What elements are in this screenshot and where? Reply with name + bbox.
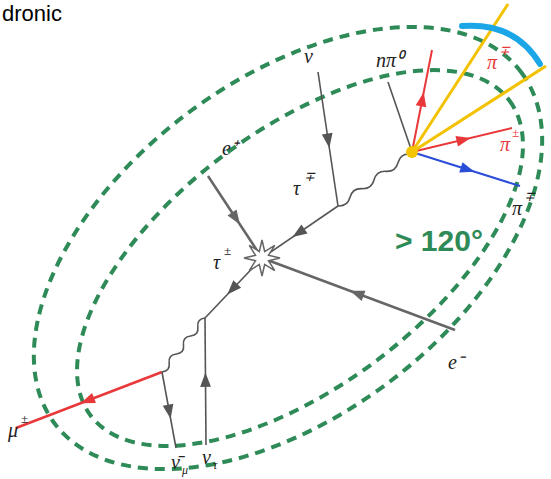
particle-label: e⁻ — [448, 352, 464, 372]
collision-star — [244, 240, 280, 276]
arrowhead — [81, 393, 96, 403]
particle-line — [208, 176, 262, 258]
particle-line — [388, 82, 412, 152]
particle-line — [318, 72, 338, 206]
charge-label: ± — [224, 244, 231, 257]
arrowhead — [163, 404, 174, 419]
particle-line — [262, 258, 455, 330]
arrowhead — [350, 291, 365, 301]
arrowhead — [200, 373, 211, 387]
particle-label: τ — [213, 252, 220, 272]
decay-vertex — [406, 146, 418, 158]
particle-label: nπ⁰ — [376, 50, 403, 70]
inner-ellipse — [14, 0, 551, 479]
arrowhead — [455, 136, 470, 147]
arrowhead — [227, 280, 241, 294]
arrowhead — [459, 162, 474, 172]
particle-line — [162, 372, 176, 448]
charge-label: ∓ — [524, 190, 535, 203]
charge-label: ± — [21, 412, 28, 425]
arrowhead — [322, 133, 333, 148]
angle-cut-label: > 120° — [395, 226, 483, 256]
particle-lines — [16, 50, 520, 448]
charge-label: ∓ — [499, 44, 510, 57]
particle-label: π — [487, 52, 497, 72]
index-label: μ — [182, 464, 188, 476]
particle-label: ν̄ — [171, 452, 180, 472]
title-fragment: dronic — [2, 3, 62, 25]
particle-line — [16, 372, 162, 428]
yellow-line — [412, 66, 546, 152]
particle-label: e⁺ — [222, 138, 238, 158]
charge-label: ∓ — [304, 170, 315, 183]
charge-label: ± — [512, 126, 519, 139]
particle-label: π — [512, 198, 522, 218]
particle-label: μ — [8, 420, 18, 440]
w-boson — [338, 154, 410, 206]
arrowhead — [228, 210, 240, 225]
particle-line — [262, 206, 338, 258]
particle-label: τ — [293, 178, 300, 198]
arrowhead — [416, 92, 427, 107]
particle-line — [412, 152, 520, 186]
index-label: τ — [213, 459, 217, 471]
particle-label: ν — [202, 447, 211, 467]
arrowhead — [293, 224, 308, 237]
angle-arc — [462, 26, 540, 64]
particle-label: ν — [304, 46, 313, 66]
w-boson — [162, 318, 205, 372]
particle-label: π — [500, 134, 510, 154]
opening-angle-lines — [412, 4, 546, 152]
